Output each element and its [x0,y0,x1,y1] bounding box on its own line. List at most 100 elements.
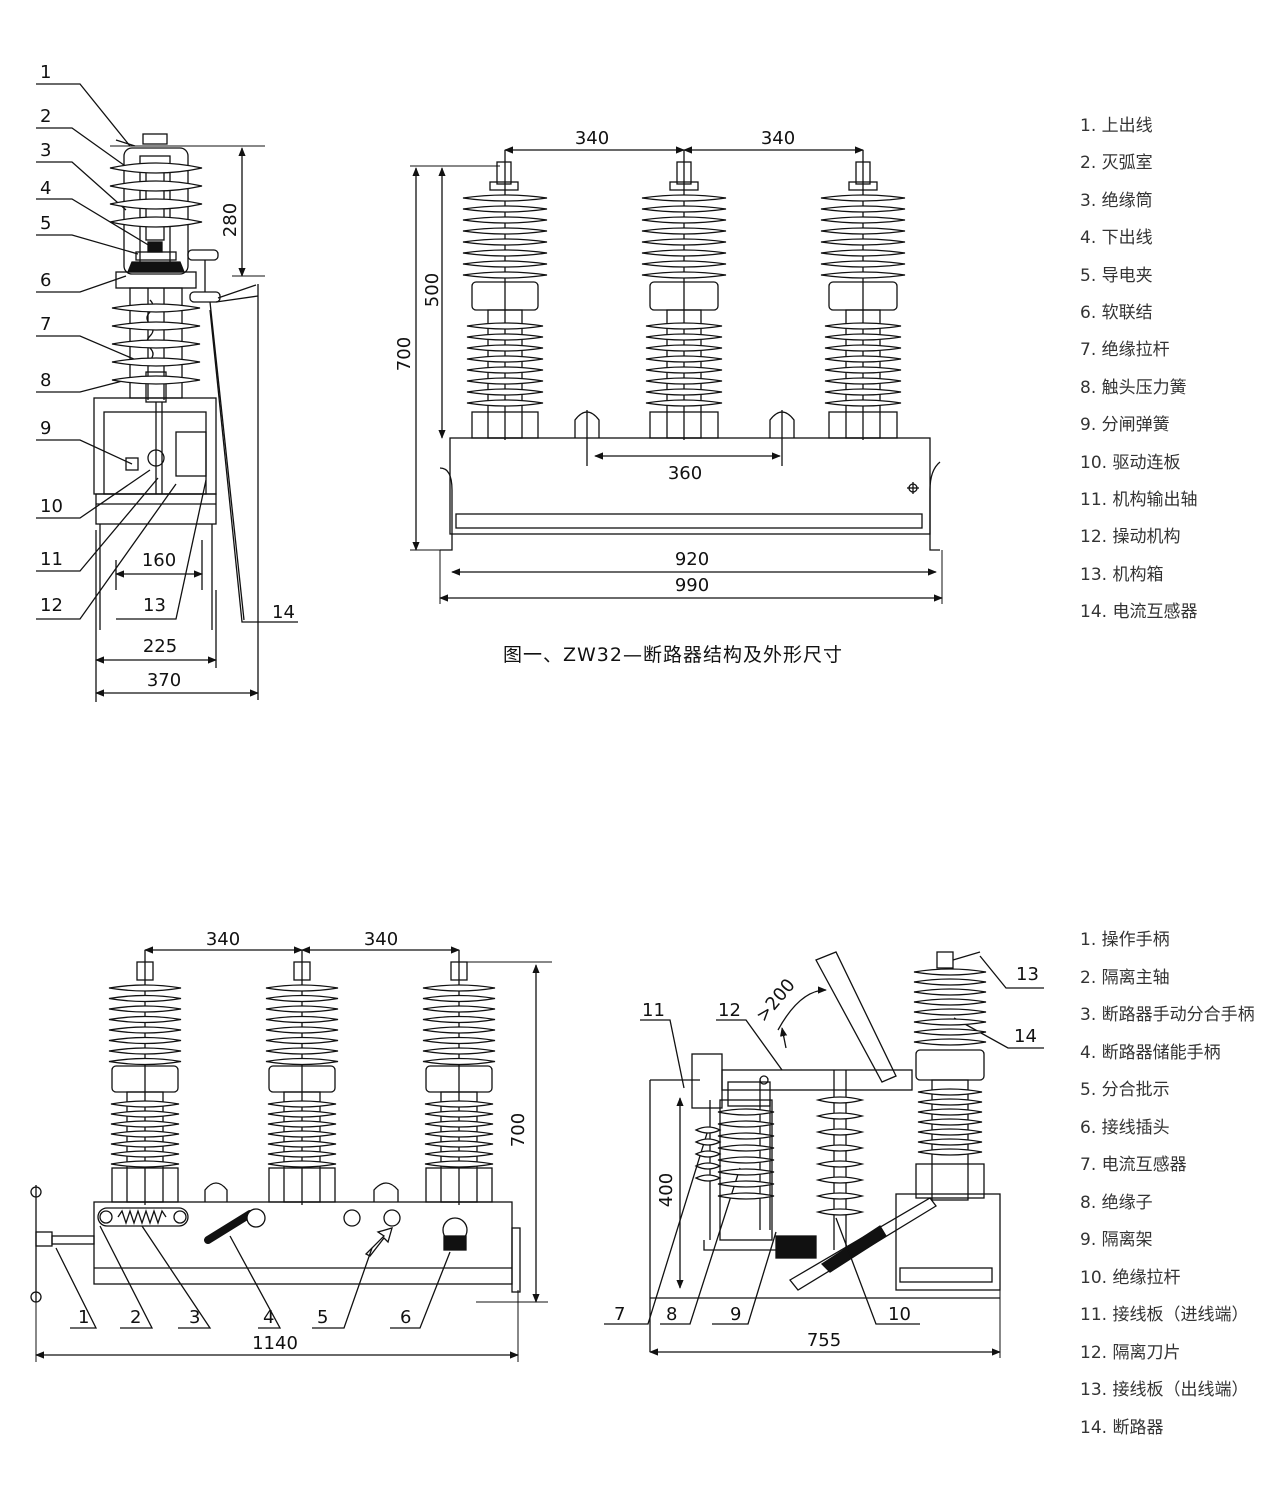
insulator-shed [265,984,339,992]
fig2-front-callouts: 1 2 3 4 5 6 [78,1307,411,1328]
insulator-shed [267,1150,337,1158]
legend-item: 1. 上出线 [1080,116,1153,136]
dim-340-a: 340 [206,929,240,950]
insulator-shed [267,1110,337,1118]
insulator-shed [641,249,727,257]
insulator-shed [917,1148,983,1156]
insulator-shed [422,1057,496,1066]
callout-7: 7 [40,314,51,335]
insulator-shed [824,399,902,407]
insulator-shed [462,260,548,268]
insulator-shed [108,1005,182,1013]
insulator-shed [422,1036,496,1045]
fig1-pole-3 [828,150,898,440]
insulator-shed [462,227,548,235]
insulator-shed [820,271,906,279]
insulator-shed [694,1174,722,1182]
insulator-shed [110,1100,180,1108]
callout-3: 3 [189,1307,200,1328]
callout-14: 14 [1014,1026,1037,1047]
legend-item: 13. 机构箱 [1080,564,1164,585]
insulator-shed [265,1015,339,1024]
legend-item: 3. 断路器手动分合手柄 [1080,1005,1255,1025]
insulator-shed [641,216,727,224]
fig2-side-callouts: 7 8 9 10 11 12 13 14 [614,964,1039,1325]
legend-item: 9. 分闸弹簧 [1080,415,1170,436]
callout-5: 5 [40,213,51,234]
insulator-shed [267,1140,337,1148]
insulator-shed [717,1168,775,1176]
insulator-shed [645,366,723,374]
insulator-shed [913,1008,987,1016]
fig1-front-dims: 340 340 500 700 360 920 990 [394,128,795,596]
legend-item: 8. 绝缘子 [1080,1192,1153,1213]
legend-item: 2. 隔离主轴 [1080,967,1170,988]
fig1-pole-2 [649,150,719,440]
dim-700: 700 [394,337,415,371]
insulator-shed [820,216,906,224]
insulator-shed [422,994,496,1003]
insulator-shed [717,1144,775,1152]
dim-160: 160 [142,550,176,571]
insulator-shed [110,1120,180,1128]
legend-item: 5. 分合批示 [1080,1080,1170,1100]
legend-item: 12. 隔离刀片 [1080,1342,1181,1363]
insulator-shed [645,377,723,385]
insulator-shed [820,205,906,213]
insulator-shed [466,355,544,363]
insulator-shed [462,238,548,246]
fig2-side-sheds [694,968,987,1216]
legend-item: 6. 软联结 [1080,302,1153,323]
insulator-shed [110,1160,180,1168]
fig1-side-sheds [109,162,203,385]
insulator-shed [820,238,906,246]
legend-item: 10. 驱动连板 [1080,452,1181,473]
insulator-shed [462,194,548,202]
fig1-side-dims: 280 160 225 370 [142,203,241,691]
callout-2: 2 [40,106,51,127]
insulator-shed [108,1026,182,1034]
legend-item: 11. 接线板（进线端） [1080,1305,1249,1325]
insulator-shed [641,271,727,279]
insulator-shed [917,1128,983,1136]
insulator-shed [824,377,902,385]
fig2-front-view [30,946,552,1362]
callout-9: 9 [40,418,51,439]
legend-item: 9. 隔离架 [1080,1230,1153,1250]
insulator-shed [424,1100,494,1108]
insulator-shed [462,249,548,257]
legend-item: 12. 操动机构 [1080,527,1181,548]
callout-4: 4 [263,1307,274,1328]
insulator-shed [815,1192,865,1200]
insulator-shed [110,1140,180,1148]
insulator-shed [267,1100,337,1108]
insulator-shed [466,344,544,352]
insulator-shed [815,1208,865,1216]
insulator-shed [265,1036,339,1045]
insulator-shed [645,388,723,396]
legend-item: 10. 绝缘拉杆 [1080,1267,1181,1288]
insulator-shed [422,1047,496,1055]
insulator-shed [694,1138,722,1146]
dim-700: 700 [508,1113,529,1147]
fig2-front-sheds [108,984,496,1168]
insulator-shed [108,1057,182,1066]
insulator-shed [913,1028,987,1036]
fig2-front-dims: 340 340 700 1140 [206,929,529,1354]
callout-6: 6 [40,270,51,291]
insulator-shed [641,260,727,268]
insulator-shed [424,1130,494,1138]
insulator-shed [717,1180,775,1188]
insulator-shed [694,1150,722,1158]
legend-item: 4. 断路器储能手柄 [1080,1042,1221,1063]
fig1-pole-1 [471,150,539,440]
insulator-shed [108,1047,182,1055]
insulator-shed [110,1130,180,1138]
insulator-shed [645,399,723,407]
insulator-shed [466,366,544,374]
callout-9: 9 [730,1304,741,1325]
dim-gt200: >200 [752,975,800,1026]
callout-11: 11 [642,1000,665,1021]
insulator-shed [820,227,906,235]
